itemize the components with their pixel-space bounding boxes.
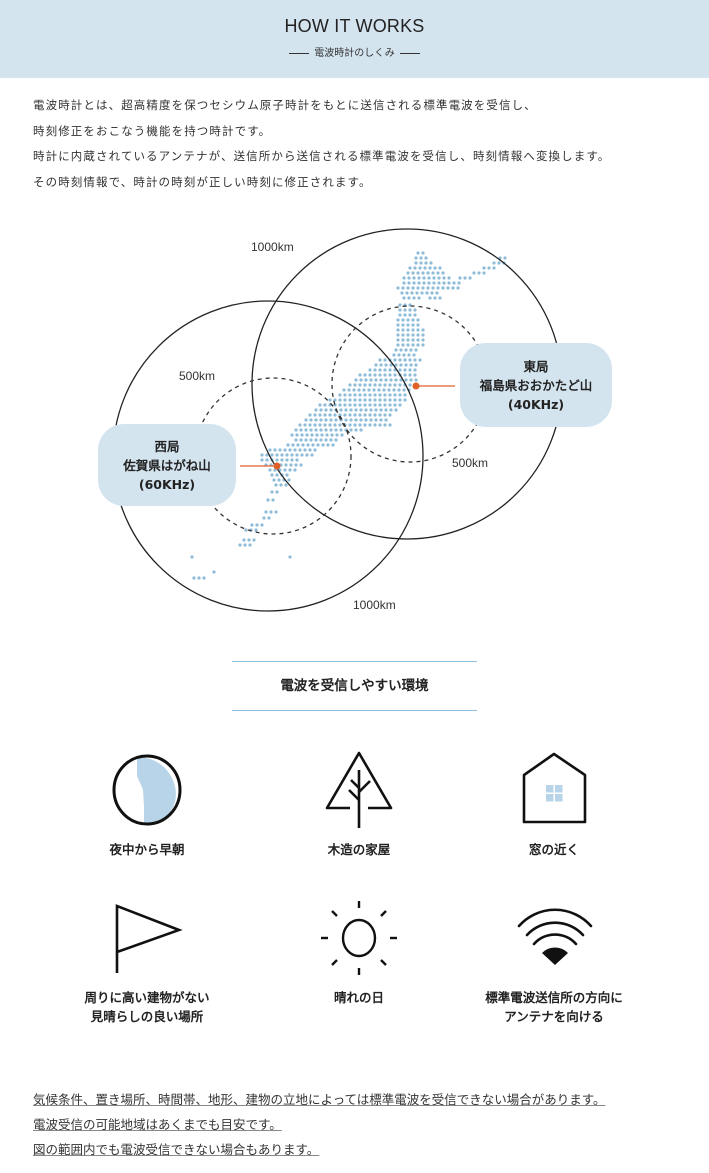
flag-icon: [115, 904, 183, 973]
env-label-open-area: 周りに高い建物がない 見晴らしの良い場所: [37, 988, 257, 1026]
east-station-frequency: (40KHz): [507, 396, 565, 412]
intro-line: 時計に内蔵されているアンテナが、送信所から送信される標準電波を受信し、時刻情報へ…: [33, 149, 611, 164]
tree-icon: [325, 751, 393, 828]
env-label-line: 窓の近く: [528, 842, 579, 857]
clock-night-icon: [112, 754, 182, 826]
env-label-line: 木造の家屋: [327, 842, 391, 857]
note-line: 図の範囲内でも電波受信できない場合もあります。: [33, 1142, 320, 1157]
subtitle-text: 電波時計のしくみ: [314, 48, 395, 59]
west-station-marker: [273, 462, 281, 470]
east-station-name: 東局: [523, 358, 549, 374]
japan-dot-map: [190, 251, 507, 580]
env-label-line: 周りに高い建物がない: [84, 990, 210, 1005]
note-line: 気候条件、置き場所、時間帯、地形、建物の立地によっては標準電波を受信できない場合…: [33, 1092, 606, 1107]
signal-icon: [517, 908, 593, 965]
west-station-location: 佐賀県はがね山: [123, 457, 211, 473]
intro-line: 時刻修正をおこなう機能を持つ時計です。: [33, 123, 272, 138]
env-label-wooden-house: 木造の家屋: [249, 840, 469, 859]
west-station-frequency: (60KHz): [138, 476, 196, 492]
env-label-line: 見晴らしの良い場所: [90, 1009, 204, 1024]
page-header: HOW IT WORKS 電波時計のしくみ: [0, 0, 709, 78]
disclaimer-notes: 気候条件、置き場所、時間帯、地形、建物の立地によっては標準電波を受信できない場合…: [33, 1087, 606, 1162]
intro-text: 電波時計とは、超高精度を保つセシウム原子時計をもとに送信される標準電波を受信し、…: [33, 93, 693, 196]
env-label-line: アンテナを向ける: [504, 1009, 604, 1024]
sun-icon: [321, 901, 397, 975]
env-label-sunny-day: 晴れの日: [249, 988, 469, 1007]
east-station-location: 福島県おおかたど山: [479, 377, 593, 393]
env-label-near-window: 窓の近く: [444, 840, 664, 859]
env-label-night: 夜中から早朝: [37, 840, 257, 859]
house-window-icon: [522, 752, 587, 824]
west-station-name: 西局: [154, 438, 180, 454]
env-label-line: 夜中から早朝: [109, 842, 185, 857]
west-500km-label: 500km: [179, 369, 216, 383]
west-1000km-label: 1000km: [353, 598, 396, 612]
env-label-line: 標準電波送信所の方向に: [485, 990, 623, 1005]
page-title: HOW IT WORKS: [284, 16, 425, 36]
page-subtitle: 電波時計のしくみ: [0, 44, 709, 59]
note-line: 電波受信の可能地域はあくまでも目安です。: [33, 1117, 282, 1132]
west-coverage-500km: [194, 377, 352, 535]
subtitle-rule-left: [289, 52, 310, 54]
env-label-antenna-direction: 標準電波送信所の方向に アンテナを向ける: [444, 988, 664, 1026]
west-station-label: 西局 佐賀県はがね山 (60KHz): [98, 424, 236, 506]
env-label-line: 晴れの日: [333, 990, 384, 1005]
east-500km-label: 500km: [452, 456, 489, 470]
environment-section-title: 電波を受信しやすい環境: [232, 661, 477, 711]
east-station-label: 東局 福島県おおかたど山 (40KHz): [460, 343, 612, 427]
coverage-map: [112, 228, 563, 612]
intro-line: 電波時計とは、超高精度を保つセシウム原子時計をもとに送信される標準電波を受信し、: [33, 98, 537, 112]
east-1000km-label: 1000km: [251, 240, 294, 254]
subtitle-rule-right: [399, 52, 420, 54]
east-station-marker: [412, 382, 420, 390]
intro-line: その時刻情報で、時計の時刻が正しい時刻に修正されます。: [33, 175, 372, 190]
